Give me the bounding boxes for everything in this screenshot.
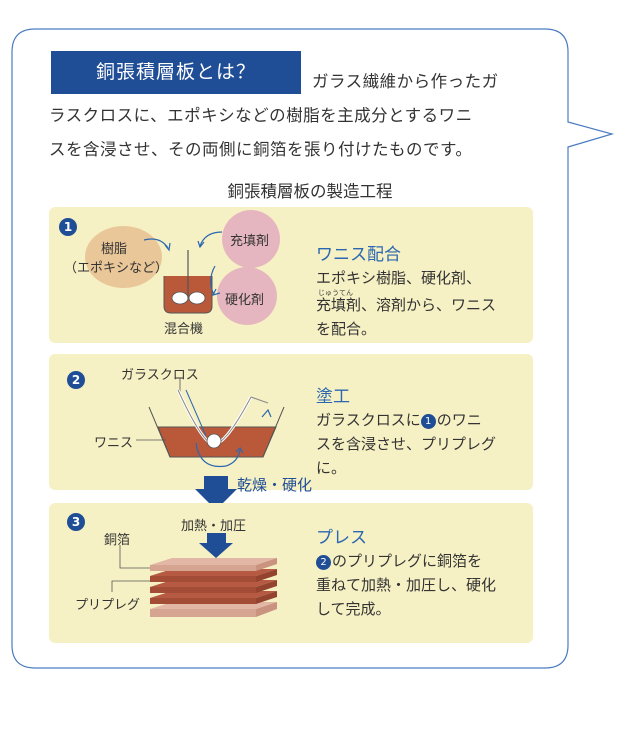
- step-3-number: 3: [67, 513, 85, 531]
- step-2-desc-lead: ガラスクロスに: [316, 411, 421, 429]
- filler-label: 充填剤: [230, 234, 270, 249]
- resin-sub-label: （エポキシなど）: [64, 261, 169, 276]
- intro-text-line-2: ラスクロスに、エポキシなどの樹脂を主成分とするワニ: [49, 106, 473, 125]
- step-2-number: 2: [67, 371, 85, 389]
- step-2-ref-badge: 2: [316, 555, 331, 570]
- step-1-desc-line-2: 充填剤、溶剤から、ワニス: [316, 296, 497, 314]
- hardener-circle: [217, 267, 277, 325]
- glasscloth-label: ガラスクロス: [121, 368, 199, 383]
- filler-circle: [222, 210, 280, 268]
- step-2-title: 塗工: [316, 387, 350, 407]
- step-1-number: 1: [59, 218, 77, 236]
- step-3-title: プレス: [316, 528, 367, 548]
- prepreg-label: プリプレグ: [75, 598, 141, 613]
- step-1-ref-badge: 1: [420, 414, 436, 429]
- heat-press-label: 加熱・加圧: [181, 519, 247, 534]
- step-2-desc-line-3: に。: [316, 459, 347, 477]
- intro-text-line-3: スを含浸させ、その両側に銅箔を張り付けたものです。: [49, 140, 473, 159]
- dry-cure-label: 乾燥・硬化: [237, 476, 313, 494]
- step-3-desc-lead: のプリプレグに銅箔を: [332, 552, 483, 570]
- intro-text-line-1: ガラス繊維から作ったガ: [312, 72, 499, 91]
- step-2-panel: [49, 354, 533, 490]
- step-3-desc-line-2: 重ねて加熱・加圧し、硬化: [316, 576, 497, 594]
- varnish-label: ワニス: [94, 436, 134, 451]
- copper-foil-label: 銅箔: [104, 533, 131, 548]
- hardener-label: 硬化剤: [225, 293, 265, 308]
- section-title: 銅張積層板とは？: [51, 51, 301, 94]
- step-1-ruby: じゅうてん: [318, 289, 353, 297]
- step-1-desc-line-1: エポキシ樹脂、硬化剤、: [316, 269, 482, 287]
- step-1-title: ワニス配合: [316, 245, 401, 265]
- step-2-desc-line-2: スを含浸させ、プリプレグ: [316, 435, 497, 453]
- step-3-desc-line-3: して完成。: [316, 600, 391, 618]
- step-2-desc-tail: のワニ: [436, 411, 482, 429]
- resin-circle: [85, 226, 162, 288]
- diagram-subtitle: 銅張積層板の製造工程: [227, 182, 393, 201]
- step-1-desc-line-3: を配合。: [316, 320, 377, 338]
- step-3-panel: [49, 503, 533, 643]
- resin-label: 樹脂: [101, 242, 128, 257]
- mixer-label: 混合機: [164, 322, 204, 337]
